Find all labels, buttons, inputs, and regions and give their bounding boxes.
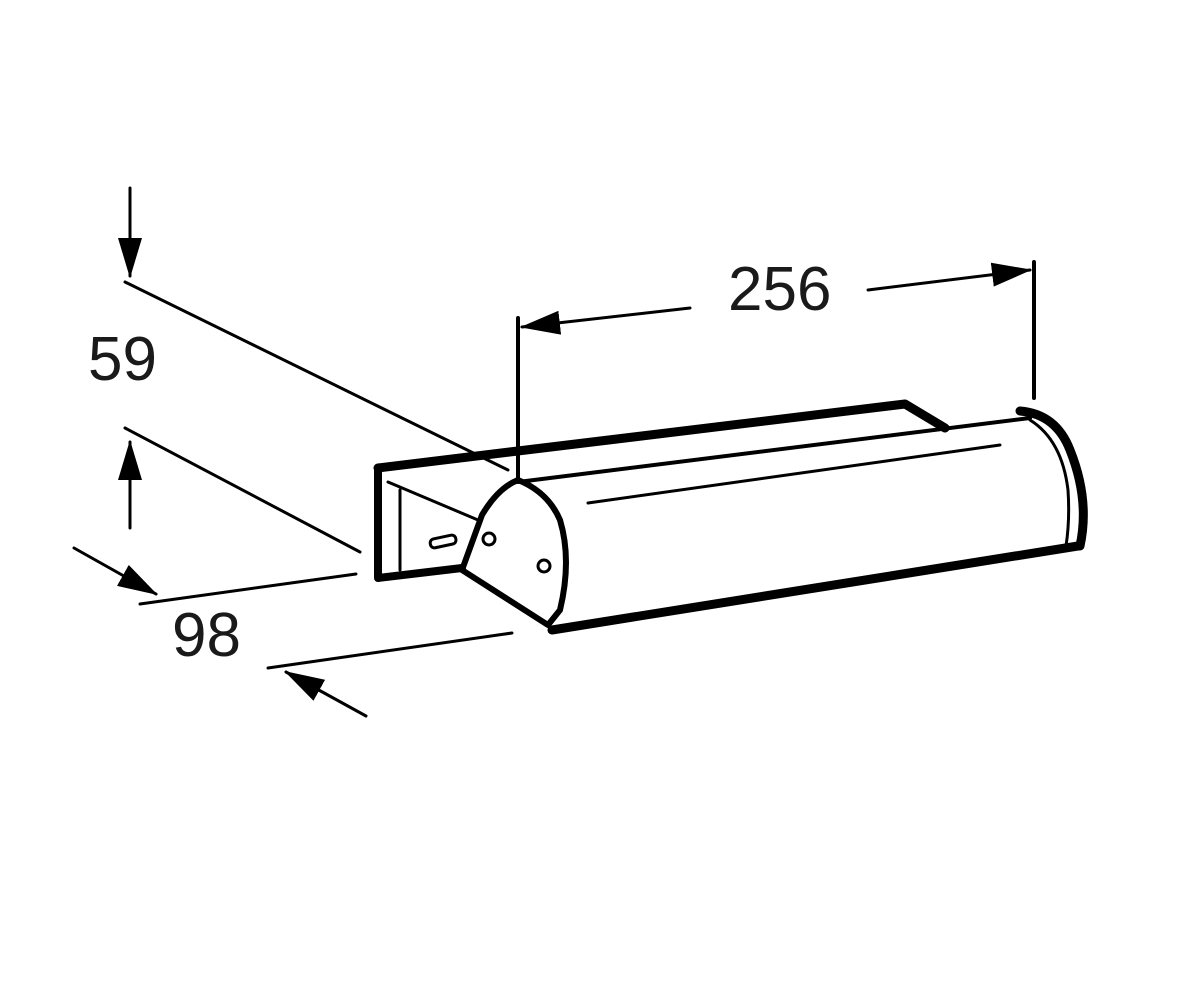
wall-bracket — [373, 399, 950, 582]
screw-icon — [481, 531, 497, 547]
dimension-length: 256 — [516, 255, 1036, 480]
height-label: 59 — [88, 325, 157, 394]
end-cap — [459, 477, 569, 628]
mounting-slot-icon — [428, 533, 458, 550]
lamp-housing — [459, 406, 1088, 635]
depth-label: 98 — [172, 601, 241, 670]
length-label: 256 — [728, 255, 831, 324]
screw-icon — [536, 558, 552, 574]
dimension-depth: 98 — [72, 546, 514, 718]
dimension-height: 59 — [88, 186, 510, 554]
